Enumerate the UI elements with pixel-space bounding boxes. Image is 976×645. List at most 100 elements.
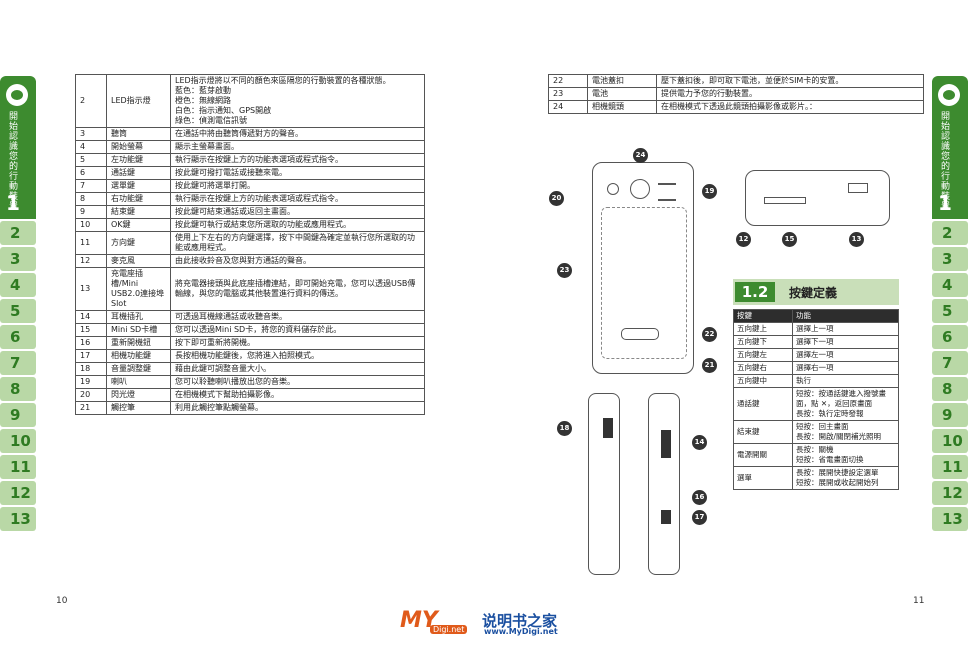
key-function: 選擇上一項 [792,322,899,336]
logo-tag: Digi.net [430,625,468,634]
callout-18: 18 [557,421,572,436]
key-name: 五向鍵下 [733,335,793,349]
chapter-tab-4[interactable]: 4 [0,273,36,297]
table-header-row: 按鍵功能 [733,309,899,323]
chapter-tab-11[interactable]: 11 [0,455,36,479]
key-function: 長按：關機 短按：省電畫面切換 [792,443,899,467]
chapter-tab-5[interactable]: 5 [932,299,968,323]
part-name: 充電座插槽/Mini USB2.0連接埠Slot [106,267,171,311]
footer-logo[interactable]: MY Digi.net 说明书之家 www.MyDigi.net [400,608,600,638]
part-name: 喇叭 [106,375,171,389]
table-row: 五向鍵上選擇上一項 [733,322,899,336]
part-description: 執行顯示在按鍵上方的功能表選項或程式指令。 [170,192,425,206]
battery-latch [621,328,659,340]
part-name: 閃光燈 [106,388,171,402]
part-name: 選單鍵 [106,179,171,193]
chapter-tab-4[interactable]: 4 [932,273,968,297]
chapter-tab-6[interactable]: 6 [932,325,968,349]
part-name: 開始螢幕 [106,140,171,154]
part-number: 18 [75,362,107,376]
key-function: 選擇右一項 [792,361,899,375]
chapter-tab-6[interactable]: 6 [0,325,36,349]
chapter-tab-current[interactable]: 開始認識您的行動裝置 1 [932,76,968,219]
part-number: 19 [75,375,107,389]
chapter-tab-current[interactable]: 開始認識您的行動裝置 1 [0,76,36,219]
part-name: 電池蓋扣 [587,74,657,88]
part-number: 23 [548,87,588,101]
chapter-tab-2[interactable]: 2 [0,221,36,245]
part-description: 藉由此鍵可調整音量大小。 [170,362,425,376]
part-description: 長按相機功能鍵後，您將進入拍照模式。 [170,349,425,363]
chapter-tab-7[interactable]: 7 [0,351,36,375]
chapter-tab-8[interactable]: 8 [0,377,36,401]
chapter-tab-3[interactable]: 3 [932,247,968,271]
chapter-tab-9[interactable]: 9 [932,403,968,427]
part-description: 在通話中將由聽筒傳遞對方的聲音。 [170,127,425,141]
part-name: 相機鏡頭 [587,100,657,114]
speaker-grille [658,183,676,201]
key-function: 執行 [792,374,899,388]
callout-14: 14 [692,435,707,450]
part-number: 5 [75,153,107,167]
device-bottom-view [745,170,890,226]
callout-16: 16 [692,490,707,505]
key-name: 結束鍵 [733,420,793,444]
flash-light [607,183,619,195]
part-name: 聽筒 [106,127,171,141]
earphone-jack [661,430,671,458]
callout-12: 12 [736,232,751,247]
part-number: 3 [75,127,107,141]
page-number-right: 11 [913,596,925,606]
site-url[interactable]: www.MyDigi.net [484,627,558,636]
key-name: 五向鍵上 [733,322,793,336]
part-name: 耳機插孔 [106,310,171,324]
part-number: 6 [75,166,107,180]
callout-19: 19 [702,184,717,199]
camera-key [661,510,671,524]
chapter-tab-2[interactable]: 2 [932,221,968,245]
chapter-tab-5[interactable]: 5 [0,299,36,323]
part-name: 通話鍵 [106,166,171,180]
part-number: 11 [75,231,107,255]
part-description: 在相機模式下幫助拍攝影像。 [170,388,425,402]
chapter-tab-13[interactable]: 13 [0,507,36,531]
table-row: 五向鍵下選擇下一項 [733,335,899,349]
chapter-tab-10[interactable]: 10 [932,429,968,453]
part-description: 按此鍵可將選單打開。 [170,179,425,193]
part-description: 壓下蓋扣後，即可取下電池，並便於SIM卡的安置。 [656,74,924,88]
table-row: 通話鍵短按：按通話鍵進入撥號畫面，點 ✕，返回原畫面 長按：執行定時發報 [733,387,899,421]
table-row: 五向鍵中執行 [733,374,899,388]
chapter-tab-3[interactable]: 3 [0,247,36,271]
chapter-tab-13[interactable]: 13 [932,507,968,531]
part-number: 9 [75,205,107,219]
chapter-tab-10[interactable]: 10 [0,429,36,453]
header-cell: 功能 [792,309,899,323]
chapter-tab-8[interactable]: 8 [932,377,968,401]
chapter-tab-9[interactable]: 9 [0,403,36,427]
chapter-tab-12[interactable]: 12 [0,481,36,505]
key-function: 選擇下一項 [792,335,899,349]
chapter-tab-7[interactable]: 7 [932,351,968,375]
part-number: 8 [75,192,107,206]
chapter-tab-11[interactable]: 11 [932,455,968,479]
part-name: 相機功能鍵 [106,349,171,363]
chapter-tab-12[interactable]: 12 [932,481,968,505]
camera-lens [630,179,650,199]
key-name: 電源開關 [733,443,793,467]
callout-13: 13 [849,232,864,247]
